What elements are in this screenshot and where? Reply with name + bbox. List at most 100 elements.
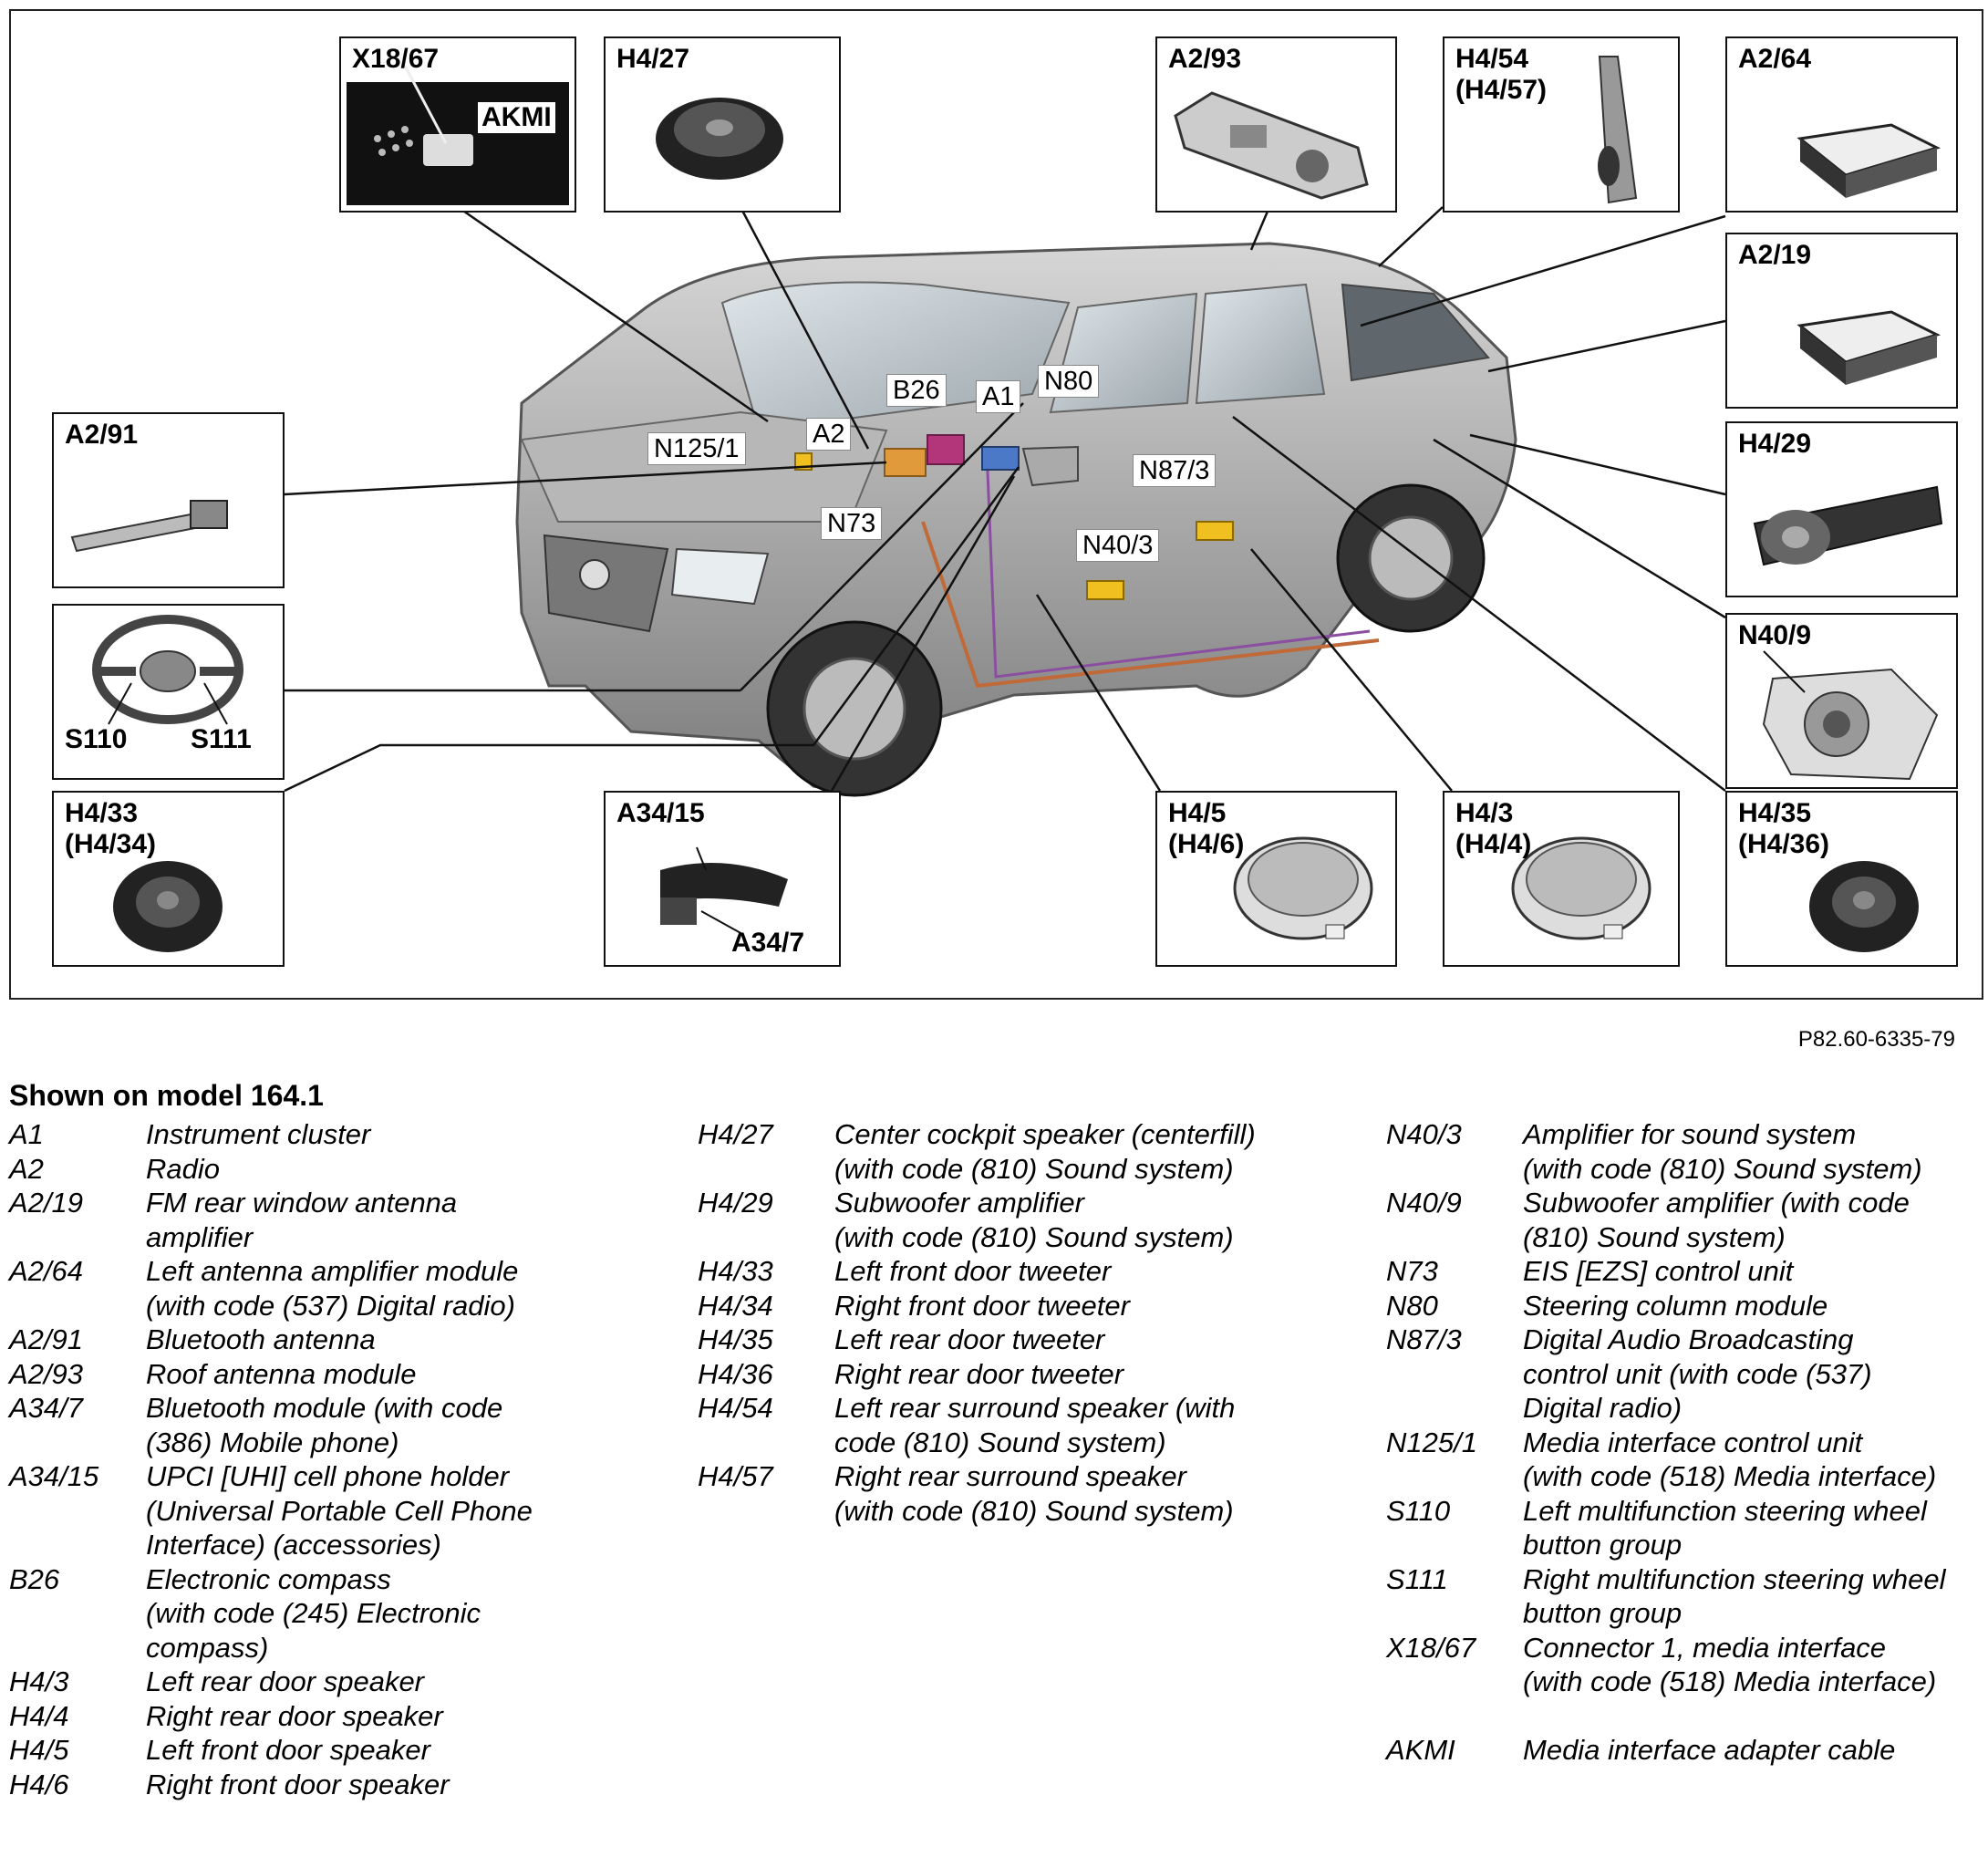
legend-description: Bluetooth module (with code (386) Mobile… — [146, 1392, 503, 1458]
tweeter-photo-icon — [113, 861, 223, 952]
thumb-a2-93: A2/93 — [1155, 36, 1397, 213]
legend-code: H4/6 — [9, 1768, 69, 1800]
thumb-sublabel-s110: S110 — [65, 724, 128, 754]
legend-description: Right rear surround speaker (with code (… — [834, 1460, 1234, 1527]
legend-code: N125/1 — [1386, 1426, 1477, 1458]
bluetooth-antenna-photo-icon — [70, 500, 228, 553]
subwoofer-amplifier-photo-icon — [1753, 485, 1943, 566]
subwoofer-amplifier-unit-photo-icon — [1762, 650, 1939, 781]
legend-description: Right front door tweeter — [834, 1289, 1130, 1322]
legend-description: Left rear door speaker — [146, 1665, 425, 1697]
legend-row: N40/9 Subwoofer amplifier (with code (810… — [1386, 1186, 1979, 1254]
door-speaker-photo-icon — [1511, 836, 1651, 940]
thumb-sublabel-s111: S111 — [191, 724, 252, 754]
thumb-label: A2/64 — [1738, 44, 1812, 74]
thumb-label: H4/35 (H4/36) — [1738, 798, 1830, 859]
legend-code: AKMI — [1386, 1734, 1455, 1766]
callout-n73: N73 — [821, 507, 883, 540]
legend-code: H4/29 — [698, 1187, 773, 1219]
thumb-a2-91: A2/91 — [52, 412, 285, 588]
thumb-sublabel-akmi: AKMI — [478, 102, 555, 133]
legend-code: X18/67 — [1386, 1631, 1476, 1664]
callout-a1: A1 — [976, 380, 1021, 413]
component-n73-marker — [884, 448, 927, 477]
legend-description: Amplifier for sound system (with code (8… — [1523, 1118, 1922, 1185]
legend-code: H4/27 — [698, 1118, 773, 1150]
legend-code: S110 — [1386, 1494, 1451, 1527]
thumb-a34-15: A34/15 A34/7 — [604, 791, 841, 967]
thumb-label: A34/15 — [616, 798, 705, 828]
thumb-label: H4/54 (H4/57) — [1455, 44, 1548, 105]
legend-description: Roof antenna module — [146, 1357, 417, 1390]
legend-description: Steering column module — [1523, 1289, 1828, 1322]
legend-description: Subwoofer amplifier (with code (810) Sou… — [1523, 1187, 1910, 1253]
legend-code: H4/34 — [698, 1289, 773, 1322]
legend-description: FM rear window antenna amplifier — [146, 1187, 458, 1253]
legend-code: A2/91 — [9, 1323, 84, 1355]
car-illustration — [284, 205, 1726, 797]
legend-code: A2/19 — [9, 1187, 84, 1219]
legend-code: B26 — [9, 1562, 60, 1595]
antenna-amplifier-box-photo-icon — [1796, 310, 1941, 385]
legend-code: A2/93 — [9, 1357, 84, 1390]
thumb-x18-67: X18/67 AKMI — [339, 36, 576, 213]
legend-row: B26 Electronic compass (with code (245) E… — [9, 1562, 684, 1665]
legend-description: Left rear surround speaker (with code (8… — [834, 1392, 1236, 1458]
component-n40-3-marker — [1086, 580, 1124, 600]
thumb-h4-33: H4/33 (H4/34) — [52, 791, 285, 967]
legend-row: N125/1 Media interface control unit (with… — [1386, 1426, 1979, 1494]
thumb-label: X18/67 — [352, 44, 440, 74]
legend-title: Shown on model 164.1 — [9, 1079, 324, 1112]
legend-code: A2 — [9, 1152, 44, 1185]
component-n87-3-marker — [1196, 521, 1234, 541]
thumb-label: H4/3 (H4/4) — [1455, 798, 1532, 859]
callout-b26: B26 — [886, 374, 947, 407]
leader-lines — [284, 205, 1726, 793]
legend-code: N40/3 — [1386, 1118, 1462, 1150]
legend-code: N87/3 — [1386, 1323, 1462, 1355]
legend-code: H4/4 — [9, 1699, 69, 1732]
thumb-h4-29: H4/29 — [1725, 421, 1958, 597]
thumb-h4-3: H4/3 (H4/4) — [1443, 791, 1680, 967]
legend-row: A2/93 Roof antenna module — [9, 1357, 684, 1392]
legend-description: Left antenna amplifier module (with code… — [146, 1255, 519, 1322]
thumb-label: N40/9 — [1738, 620, 1812, 650]
legend-code: N40/9 — [1386, 1187, 1462, 1219]
legend-spacer — [1386, 1699, 1979, 1734]
thumb-h4-5: H4/5 (H4/6) — [1155, 791, 1397, 967]
legend-description: Right rear door tweeter — [834, 1357, 1124, 1390]
cell-phone-holder-photo-icon — [660, 846, 788, 935]
legend-description: Instrument cluster — [146, 1118, 371, 1150]
legend-row: H4/34 Right front door tweeter — [698, 1289, 1372, 1323]
steering-wheel-photo-icon — [92, 615, 243, 725]
legend-code: H4/3 — [9, 1665, 69, 1697]
component-location-figure: X18/67 AKMI H4/27 A2/93 H4/54 (H4/57) — [9, 9, 1983, 1000]
legend-row: H4/3 Left rear door speaker — [9, 1665, 684, 1699]
legend-row: H4/6 Right front door speaker — [9, 1768, 684, 1802]
thumb-label: H4/5 (H4/6) — [1168, 798, 1245, 859]
door-speaker-photo-icon — [1233, 836, 1373, 940]
thumb-label: A2/93 — [1168, 44, 1242, 74]
legend-row: N40/3 Amplifier for sound system (with co… — [1386, 1117, 1979, 1186]
thumb-label: A2/19 — [1738, 240, 1812, 270]
callout-n80: N80 — [1038, 365, 1100, 398]
legend-description: Media interface control unit (with code … — [1523, 1426, 1937, 1493]
legend-description: Electronic compass (with code (245) Elec… — [146, 1562, 481, 1664]
thumb-h4-35: H4/35 (H4/36) — [1725, 791, 1958, 967]
legend-description: Right front door speaker — [146, 1768, 450, 1800]
legend-code: H4/33 — [698, 1255, 773, 1287]
callout-n125-1: N125/1 — [647, 432, 746, 465]
